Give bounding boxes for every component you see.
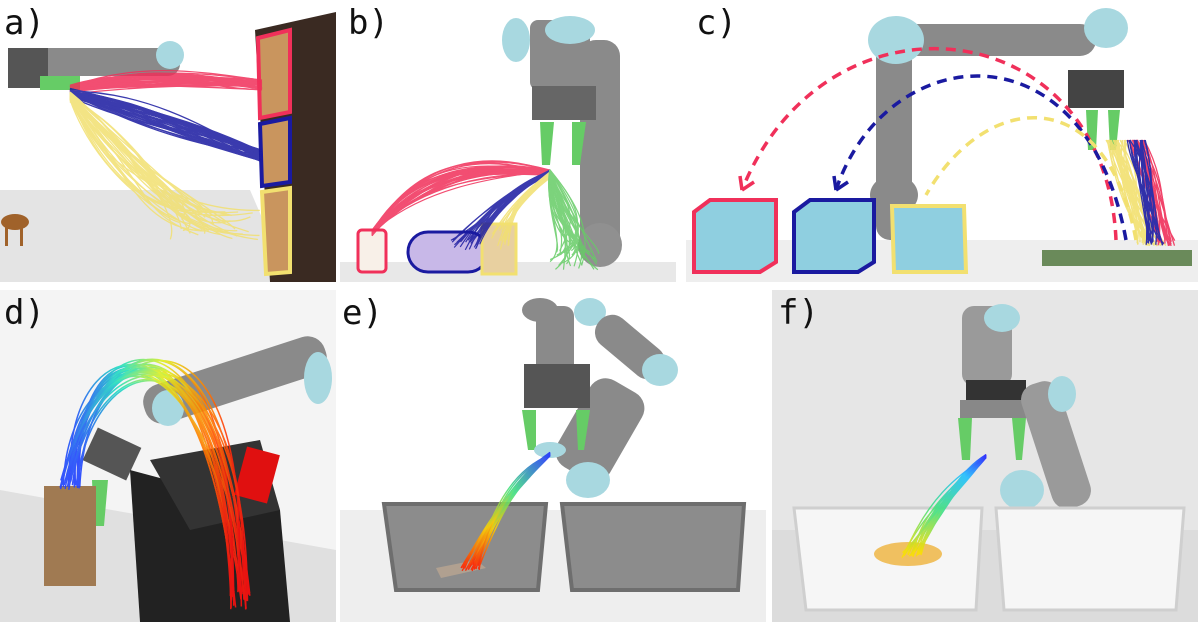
panel-label-b: b) [348,3,389,43]
panel-b-scene [340,0,676,282]
box-blue [792,198,876,274]
panel-label-c: c) [696,3,737,43]
panel-label-d: d) [4,293,45,333]
panel-label-f: f) [778,293,819,333]
panel-label-e: e) [342,293,383,333]
panel-d: d) [0,290,336,622]
box-yellow [889,204,969,274]
drawer-yellow [259,185,292,277]
drawer-blue [257,115,292,189]
drawer-red [255,27,292,121]
panel-label-a: a) [4,3,45,43]
panel-f: f) [772,290,1198,622]
panel-b: b) [340,0,676,282]
panel-f-scene [772,290,1198,622]
panel-c: c) [686,0,1198,282]
panel-a-scene [0,0,336,282]
panel-e-scene [340,290,766,622]
box-red [692,198,778,274]
panel-e: e) [340,290,766,622]
panel-a: a) [0,0,336,282]
panel-c-scene [686,0,1198,282]
panel-d-scene [0,290,336,622]
